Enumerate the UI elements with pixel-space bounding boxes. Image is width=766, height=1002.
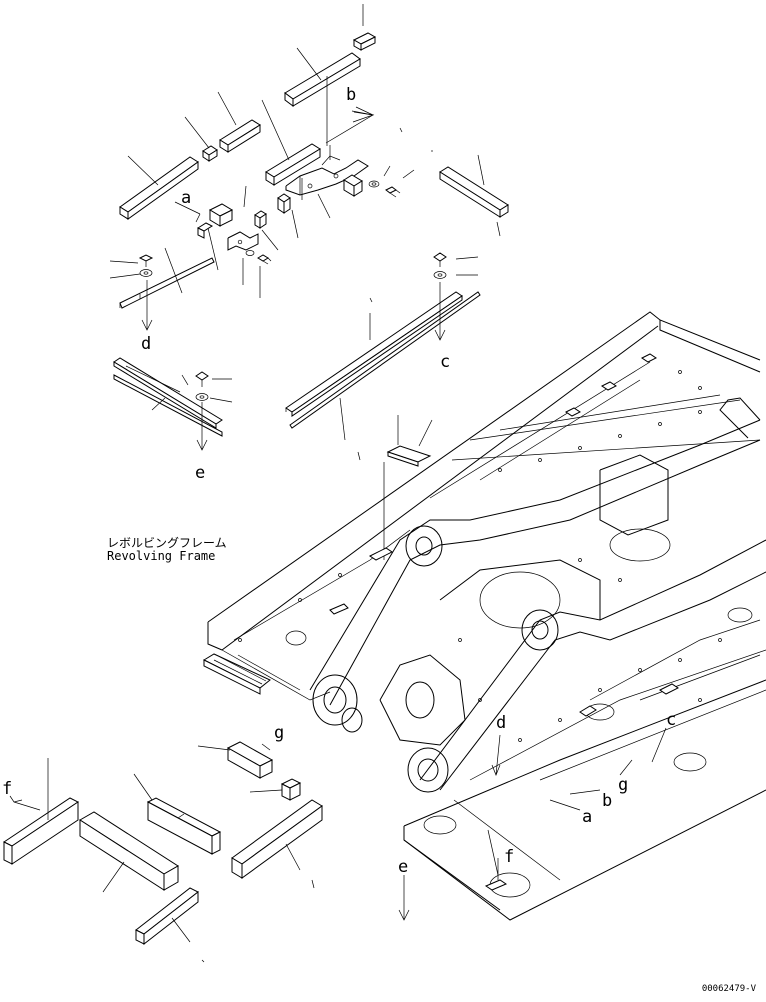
frame-mounted-parts	[329, 353, 679, 891]
bolt-a	[245, 250, 272, 265]
block-bar-mid	[219, 119, 261, 153]
callout-d-upper: d	[141, 334, 151, 354]
callout-labels: b a d c e f g d c b g a f e	[2, 85, 676, 877]
callout-g-mid: g	[274, 723, 284, 743]
block-bottom	[135, 887, 199, 946]
callout-f-frame: f	[504, 847, 514, 867]
block-g-large	[226, 741, 274, 779]
block-small-a1	[277, 193, 291, 214]
plate-d	[119, 257, 215, 309]
bracket-a	[196, 203, 259, 251]
callout-a-frame: a	[582, 807, 592, 827]
angle-piece	[386, 445, 432, 467]
callout-b-upper: b	[346, 85, 356, 105]
block-small-top	[352, 32, 377, 51]
callout-a-upper: a	[181, 188, 191, 208]
leader-lines-lower	[9, 743, 315, 963]
document-id: 00062479-V	[701, 984, 756, 994]
block-step	[146, 797, 222, 855]
bolt-e	[195, 371, 209, 401]
block-bar-left	[119, 156, 199, 220]
plate-e	[113, 357, 223, 437]
callout-d-frame: d	[496, 713, 506, 733]
block-cube-b	[343, 174, 363, 197]
arrow-stems-upper	[141, 106, 446, 451]
block-g-small	[280, 778, 302, 801]
frame-holes	[238, 370, 722, 742]
block-bar-b	[265, 143, 321, 186]
leader-lines-frame	[398, 727, 667, 921]
block-f-left	[3, 797, 79, 865]
leader-lines-upper	[109, 4, 501, 560]
bolt-c	[433, 252, 447, 279]
bolt-d	[138, 254, 154, 277]
bracket-b	[285, 145, 369, 196]
upper-exploded-parts	[109, 4, 509, 560]
callout-c-frame: c	[666, 710, 676, 730]
block-bar-top	[284, 52, 361, 107]
lower-left-blocks	[3, 741, 323, 963]
callout-g-frame: g	[618, 775, 628, 795]
block-right-bar	[231, 799, 323, 879]
block-small-a2	[254, 210, 267, 229]
block-bar-right	[439, 166, 509, 218]
revolving-frame	[202, 311, 766, 921]
caption-japanese: レボルビングフレーム	[107, 536, 227, 550]
callout-b-frame: b	[602, 791, 612, 811]
callout-c-upper: c	[440, 352, 450, 372]
callout-e-frame: e	[398, 857, 408, 877]
callout-f-left: f	[2, 779, 12, 799]
caption-english: Revolving Frame	[107, 549, 216, 563]
block-cube-left	[202, 145, 218, 162]
callout-e-upper: e	[195, 463, 205, 483]
plate-c	[285, 291, 481, 429]
bolt-b	[368, 180, 401, 198]
block-long-mid	[79, 811, 179, 891]
